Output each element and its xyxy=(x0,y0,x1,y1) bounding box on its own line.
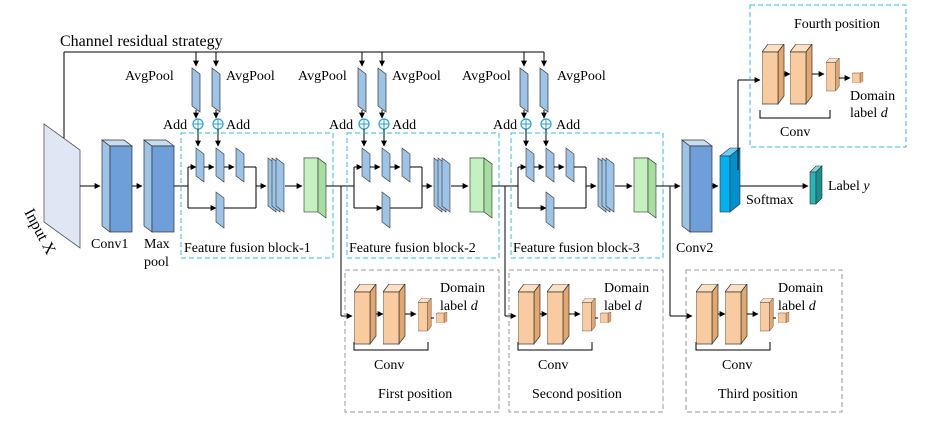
avgpool-shapes xyxy=(191,67,549,113)
avgpool-label-3b: AvgPool xyxy=(557,69,606,84)
avgpool-label-1a: AvgPool xyxy=(125,69,174,84)
feature-fusion-block-1 xyxy=(180,132,334,259)
add-icon xyxy=(378,118,390,130)
first-position-panel xyxy=(344,269,500,413)
third-conv-label: Conv xyxy=(722,358,752,373)
add-icon xyxy=(358,118,370,130)
label-y-block xyxy=(809,165,823,205)
avgpool-label-1b: AvgPool xyxy=(226,69,275,84)
avgpool-shape xyxy=(191,67,201,113)
add-icon xyxy=(192,118,204,130)
avgpool-label-2b: AvgPool xyxy=(392,69,441,84)
second-domain-line1: Domain xyxy=(604,281,649,296)
maxpool-block xyxy=(142,139,176,233)
add-label-3b: Add xyxy=(556,118,580,133)
third-position-panel xyxy=(685,269,843,413)
conv1-label: Conv1 xyxy=(91,237,128,252)
first-position-title: First position xyxy=(378,387,452,402)
third-domain-line1: Domain xyxy=(778,281,823,296)
third-domain-line2: label d xyxy=(778,299,817,314)
feature-fusion-block-2 xyxy=(346,132,500,259)
avgpool-label-3a: AvgPool xyxy=(462,69,511,84)
add-label-1b: Add xyxy=(226,118,250,133)
conv2-label: Conv2 xyxy=(676,241,713,256)
ffb2-label: Feature fusion block-2 xyxy=(349,241,476,256)
avgpool-shape xyxy=(357,67,367,113)
second-domain-line2: label d xyxy=(604,299,643,314)
avgpool-shape xyxy=(539,67,549,113)
conv1-block xyxy=(100,139,134,233)
fourth-conv-label: Conv xyxy=(780,125,810,140)
add-label-3a: Add xyxy=(493,118,517,133)
maxpool-label-1: Max xyxy=(144,237,170,252)
channel-residual-label: Channel residual strategy xyxy=(60,33,223,50)
avgpool-label-2a: AvgPool xyxy=(298,69,347,84)
avgpool-shape xyxy=(377,67,387,113)
add-label-1a: Add xyxy=(163,118,187,133)
channel-residual-lines xyxy=(63,51,547,138)
avgpool-shape xyxy=(211,67,221,113)
fourth-domain-line2: label d xyxy=(850,106,889,121)
input-x-shape xyxy=(43,123,81,249)
maxpool-label-2: pool xyxy=(144,255,169,270)
add-icon xyxy=(540,118,552,130)
third-position-title: Third position xyxy=(718,387,798,402)
label-y: Label y xyxy=(828,179,870,194)
fourth-domain-line1: Domain xyxy=(850,89,895,104)
add-label-2b: Add xyxy=(392,118,416,133)
second-position-panel xyxy=(508,269,664,413)
add-label-2a: Add xyxy=(329,118,353,133)
ffb3-label: Feature fusion block-3 xyxy=(513,241,640,256)
add-icon xyxy=(212,118,224,130)
first-conv-label: Conv xyxy=(374,358,404,373)
conv2-block xyxy=(680,139,714,233)
softmax-label: Softmax xyxy=(746,193,793,208)
ffb1-label: Feature fusion block-1 xyxy=(184,241,311,256)
softmax-block xyxy=(719,147,741,213)
feature-fusion-block-3 xyxy=(510,132,664,259)
first-domain-line2: label d xyxy=(440,299,479,314)
avgpool-shape xyxy=(519,67,529,113)
second-position-title: Second position xyxy=(532,387,622,402)
fourth-position-panel xyxy=(749,4,907,148)
add-icon xyxy=(520,118,532,130)
first-domain-line1: Domain xyxy=(440,281,485,296)
fourth-position-title: Fourth position xyxy=(794,17,880,32)
second-conv-label: Conv xyxy=(538,358,568,373)
